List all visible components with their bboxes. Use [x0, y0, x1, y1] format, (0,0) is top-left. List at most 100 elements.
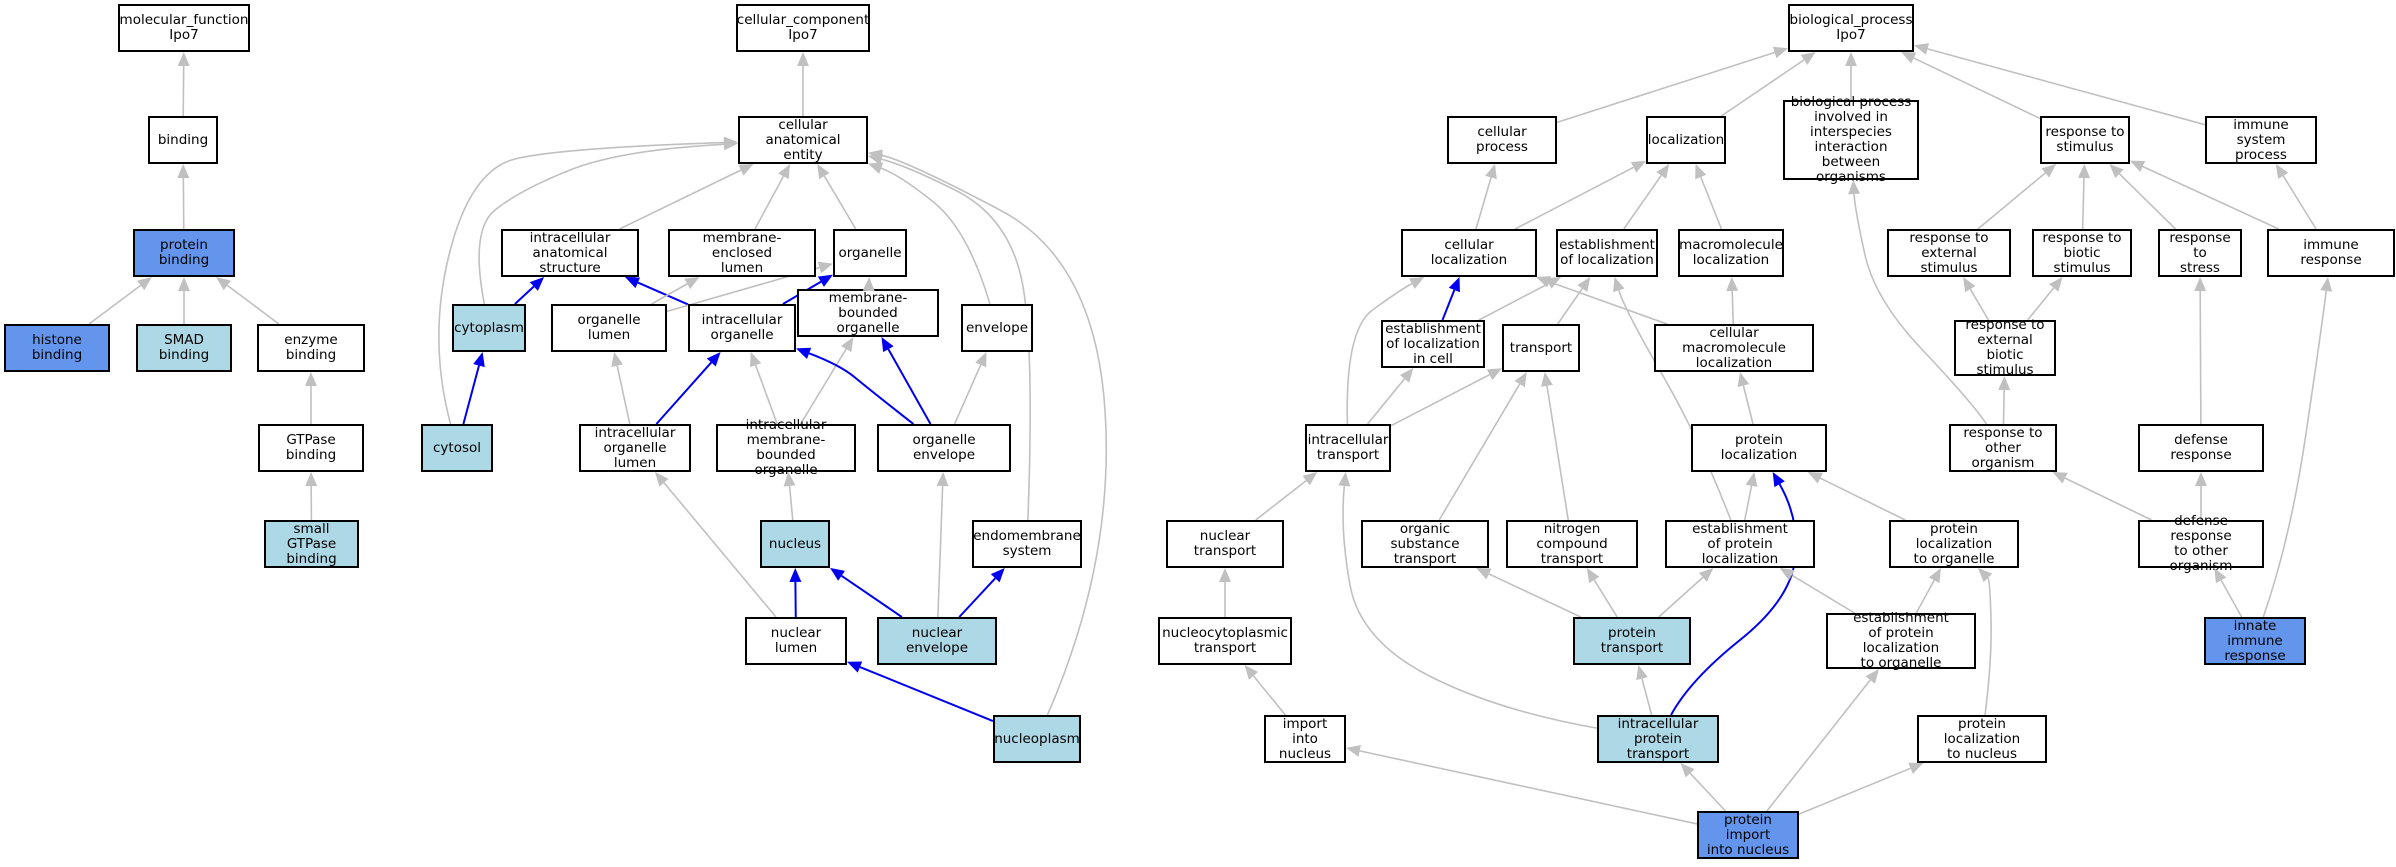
arrowhead-pin-to-import_nuc [1346, 744, 1361, 757]
go-term-node-smad-binding[interactable]: SMAD binding [136, 324, 232, 372]
go-term-node-envelope[interactable]: envelope [961, 304, 1033, 352]
go-term-node-prot-transport[interactable]: protein transport [1573, 617, 1691, 665]
go-term-node-io[interactable]: intracellular organelle [688, 304, 796, 352]
arrowhead-localization-to-bp [1800, 52, 1816, 65]
edge-int_transport-to-cell_loc [1346, 282, 1413, 425]
arrowhead-rtoo-to-bpii [1848, 180, 1861, 195]
go-term-node-binding[interactable]: binding [148, 116, 218, 164]
arrowhead-nuclear_lumen-to-nucleus [789, 568, 802, 583]
go-term-node-import-nuc[interactable]: import into nucleus [1264, 715, 1346, 763]
go-term-node-nuclear-envelope[interactable]: nuclear envelope [877, 617, 997, 665]
go-term-node-cml[interactable]: cellular macromolecule localization [1654, 324, 1814, 372]
go-term-node-cae[interactable]: cellular anatomical entity [738, 116, 868, 164]
go-term-node-defense[interactable]: defense response [2138, 424, 2264, 472]
edge-pl_nuc-to-pl_org [1984, 577, 1992, 716]
go-term-node-drtoo[interactable]: defense response to other organism [2138, 514, 2264, 574]
go-term-node-ncp-transport[interactable]: nucleocytoplasmic transport [1158, 617, 1292, 665]
edge-eopl-to-eol [1618, 290, 1732, 521]
go-term-node-nucleoplasm[interactable]: nucleoplasm [993, 715, 1081, 763]
go-term-node-ias[interactable]: intracellular anatomical structure [501, 229, 639, 277]
go-term-node-enzyme-binding[interactable]: enzyme binding [257, 324, 365, 372]
go-term-node-small-gtpase-binding[interactable]: small GTPase binding [264, 520, 359, 568]
go-term-node-rtbs[interactable]: response to biotic stimulus [2032, 229, 2132, 277]
arrowhead-eopl_org-to-eopl [1779, 568, 1795, 581]
arrowhead-pl_nuc-to-pl_org [1978, 568, 1993, 583]
go-term-node-rtoo[interactable]: response to other organism [1949, 424, 2057, 472]
go-term-node-pl-nuc[interactable]: protein localization to nucleus [1917, 715, 2047, 763]
go-term-node-macro-loc[interactable]: macromolecule localization [1678, 229, 1784, 277]
arrowhead-pl_org-to-prot_loc [1807, 472, 1823, 484]
go-term-node-prot-loc[interactable]: protein localization [1691, 424, 1827, 472]
edge-rtoo-to-bpii [1853, 193, 1988, 425]
edge-cml-to-cell_loc [1548, 280, 1668, 325]
go-term-node-cc[interactable]: cellular_component Ipo7 [736, 4, 870, 52]
arrowhead-io-to-organelle [817, 274, 833, 287]
go-term-node-protein-binding[interactable]: protein binding [133, 229, 235, 277]
go-term-node-mbo[interactable]: membrane-bounded organelle [797, 289, 939, 337]
edge-nuc_transport-to-int_transport [1255, 479, 1307, 521]
go-term-node-int-transport[interactable]: intracellular transport [1305, 424, 1391, 472]
arrowhead-rtstress-to-rts [2109, 164, 2124, 179]
go-term-node-eopl-org[interactable]: establishment of protein localization to… [1826, 611, 1976, 671]
go-term-node-organelle[interactable]: organelle [833, 229, 907, 277]
edge-rtstress-to-rts [2118, 173, 2177, 230]
go-term-node-mf[interactable]: molecular_function Ipo7 [118, 4, 250, 52]
edge-isp-to-bp [1927, 48, 2206, 126]
go-term-node-innate[interactable]: innate immune response [2204, 617, 2306, 665]
go-term-node-immune-response[interactable]: immune response [2267, 229, 2395, 277]
go-term-node-pl-org[interactable]: protein localization to organelle [1889, 520, 2019, 568]
go-term-node-nuclear-lumen[interactable]: nuclear lumen [745, 617, 847, 665]
arrowhead-eol-to-localization [1656, 164, 1670, 179]
arrowhead-iol-to-io [706, 352, 721, 367]
arrowhead-nucleus-to-imbo [783, 472, 796, 487]
arrowhead-gtpase_binding-to-enzyme_binding [305, 372, 317, 386]
go-term-node-oe[interactable]: organelle envelope [877, 424, 1011, 472]
edge-cytosol-to-cytoplasm [462, 365, 480, 425]
go-term-node-nct[interactable]: nitrogen compound transport [1506, 520, 1638, 568]
edge-import_nuc-to-ncp_transport [1252, 675, 1287, 716]
arrowhead-eopl-to-prot_loc [1745, 472, 1758, 487]
go-term-node-cellular-process[interactable]: cellular process [1447, 116, 1557, 164]
go-term-node-localization[interactable]: localization [1646, 116, 1726, 164]
go-term-node-ems[interactable]: endomembrane system [972, 520, 1082, 568]
go-term-node-organelle-lumen[interactable]: organelle lumen [551, 304, 667, 352]
go-term-node-pin[interactable]: protein import into nucleus [1697, 811, 1799, 859]
go-term-node-cytosol[interactable]: cytosol [421, 424, 493, 472]
arrowhead-imbo-to-io [749, 352, 762, 368]
arrowhead-imbo-to-mbo [841, 337, 854, 353]
edge-organelle_lumen-to-mel [651, 283, 688, 305]
edge-eolic-to-cell_loc [1441, 289, 1456, 321]
edge-rtoo-to-rtebs [2002, 389, 2005, 425]
go-term-node-rtebs[interactable]: response to external biotic stimulus [1954, 318, 2056, 378]
go-term-node-nucleus[interactable]: nucleus [760, 520, 830, 568]
go-term-node-isp[interactable]: immune system process [2205, 116, 2317, 164]
arrowhead-prot_transport-to-eopl [1698, 568, 1714, 582]
edge-pl_org-to-prot_loc [1819, 477, 1906, 521]
go-term-node-rts[interactable]: response to stimulus [2040, 116, 2130, 164]
go-term-node-transport[interactable]: transport [1502, 324, 1580, 372]
go-term-node-eopl[interactable]: establishment of protein localization [1665, 520, 1815, 568]
edge-rts-to-bp [1913, 57, 2041, 120]
go-term-node-bp[interactable]: biological_process Ipo7 [1788, 4, 1914, 52]
go-term-node-ipt[interactable]: intracellular protein transport [1597, 715, 1719, 763]
arrowhead-cml-to-cell_loc [1535, 276, 1552, 288]
go-term-node-nuc-transport[interactable]: nuclear transport [1166, 520, 1284, 568]
go-term-node-gtpase-binding[interactable]: GTPase binding [258, 424, 364, 472]
go-term-node-cytoplasm[interactable]: cytoplasm [452, 304, 526, 352]
arrowhead-ncp_transport-to-nuc_transport [1219, 568, 1231, 582]
go-term-node-cell-loc[interactable]: cellular localization [1401, 229, 1537, 277]
edge-oe-to-mbo [887, 348, 932, 425]
go-term-node-rtstress[interactable]: response to stress [2158, 229, 2242, 277]
go-term-node-ost[interactable]: organic substance transport [1361, 520, 1489, 568]
go-term-node-eol[interactable]: establishment of localization [1556, 229, 1658, 277]
go-term-node-eolic[interactable]: establishment of localization in cell [1381, 320, 1485, 368]
arrowhead-organelle_lumen-to-mel [684, 277, 700, 290]
go-term-node-mel[interactable]: membrane-enclosed lumen [668, 229, 816, 277]
arrowhead-mbo-to-organelle [862, 277, 875, 292]
go-term-node-iol[interactable]: intracellular organelle lumen [579, 424, 691, 472]
go-term-node-histone-binding[interactable]: histone binding [4, 324, 110, 372]
go-term-node-rtes[interactable]: response to external stimulus [1887, 229, 2011, 277]
arrowhead-drtoo-to-rtoo [2052, 472, 2068, 484]
arrowhead-protein_binding-to-binding [177, 164, 190, 179]
edge-nct-to-transport [1546, 385, 1569, 521]
